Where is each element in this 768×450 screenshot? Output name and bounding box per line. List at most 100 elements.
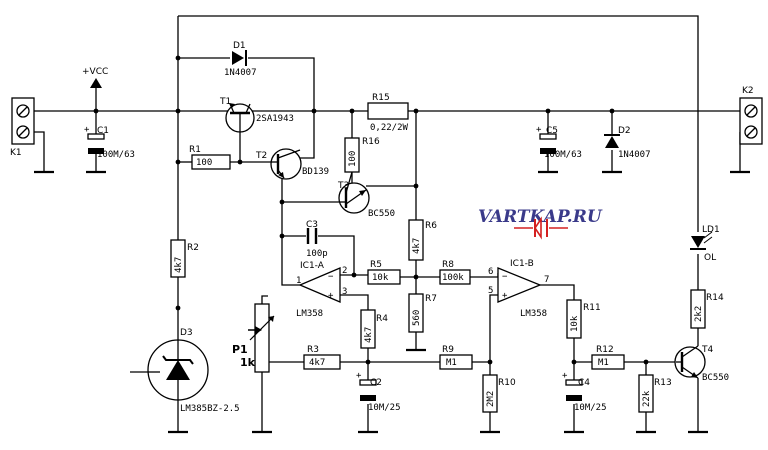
c2-value: 10M/25 xyxy=(368,403,401,413)
r3-value: 4k7 xyxy=(309,358,325,368)
r8-label: R8 xyxy=(442,260,454,270)
resistor-r1 xyxy=(191,154,231,170)
vcc-arrow-icon xyxy=(90,78,102,88)
r14-value: 2k2 xyxy=(694,306,704,322)
k1-terminal xyxy=(11,97,40,145)
r4-label: R4 xyxy=(376,314,388,324)
svg-text:+: + xyxy=(356,371,362,381)
r6-value: 4k7 xyxy=(412,238,422,254)
opamp-ic1b: − + xyxy=(497,267,542,303)
led-ld1 xyxy=(690,231,713,250)
svg-text:VARTKAP.RU: VARTKAP.RU xyxy=(478,207,603,227)
capacitor-c2: + xyxy=(356,371,377,401)
svg-text:+: + xyxy=(536,125,542,135)
ic1b-label: IC1-B xyxy=(510,259,534,269)
d3-label: D3 xyxy=(180,328,193,338)
r4-value: 4k7 xyxy=(364,327,374,343)
pin1-label: 1 xyxy=(296,276,301,286)
resistor-r6 xyxy=(408,219,424,261)
junctions xyxy=(93,55,649,365)
c3-label: C3 xyxy=(306,220,318,230)
t3-value: BC550 xyxy=(368,209,395,219)
resistor-r12 xyxy=(591,354,625,370)
r7-value: 560 xyxy=(412,310,422,326)
resistor-r2 xyxy=(170,239,186,278)
r2-label: R2 xyxy=(187,243,199,253)
transistor-t4 xyxy=(674,345,706,379)
ld1-value: OL xyxy=(704,253,716,263)
resistor-r8 xyxy=(439,269,471,285)
transistor-t1 xyxy=(225,103,255,133)
vcc-label: +VCC xyxy=(82,67,108,77)
r13-label: R13 xyxy=(654,378,672,388)
t3-label: T3 xyxy=(337,181,349,191)
r10-value: 2M2 xyxy=(486,391,496,407)
svg-text:−: − xyxy=(502,272,508,282)
d2-label: D2 xyxy=(618,126,631,136)
r11-label: R11 xyxy=(583,303,601,313)
resistor-r13 xyxy=(638,374,654,413)
pin7-label: 7 xyxy=(544,275,549,285)
r15-value: 0,22/2W xyxy=(370,123,409,133)
ic1b-value: LM358 xyxy=(520,309,547,319)
capacitor-c5: + xyxy=(536,125,557,154)
r10-label: R10 xyxy=(498,378,516,388)
r13-value: 22k xyxy=(642,390,652,407)
svg-text:+: + xyxy=(562,371,568,381)
r3-label: R3 xyxy=(307,345,319,355)
c4-value: 10M/25 xyxy=(574,403,607,413)
resistor-r3 xyxy=(303,354,341,370)
r16-label: R16 xyxy=(362,137,380,147)
svg-text:+: + xyxy=(328,291,334,301)
c5-value: 100M/63 xyxy=(544,150,582,160)
reference-diode-d3 xyxy=(147,339,209,401)
r9-label: R9 xyxy=(442,345,454,355)
r14-label: R14 xyxy=(706,293,724,303)
t2-value: BD139 xyxy=(302,167,329,177)
r6-label: R6 xyxy=(425,221,437,231)
capacitor-c3 xyxy=(306,228,318,244)
diode-d1 xyxy=(232,50,247,66)
svg-text:−: − xyxy=(328,272,334,282)
d2-value: 1N4007 xyxy=(618,150,651,160)
pin2-label: 2 xyxy=(342,266,347,276)
c1-label: C1 xyxy=(97,126,109,136)
pin3-label: 3 xyxy=(342,287,347,297)
d1-label: D1 xyxy=(233,41,246,51)
r12-label: R12 xyxy=(596,345,614,355)
watermark-logo: VARTKAP.RU xyxy=(478,207,603,240)
pin6-label: 6 xyxy=(488,267,493,277)
r16-value: 100 xyxy=(348,151,358,167)
c2-label: C2 xyxy=(370,378,382,388)
p1-label: P1 xyxy=(232,343,248,356)
resistor-r4 xyxy=(360,309,376,349)
r9-value: M1 xyxy=(446,358,457,368)
ground-symbols xyxy=(34,170,750,434)
c3-value: 100p xyxy=(306,249,328,259)
d3-value: LM385BZ-2.5 xyxy=(180,404,240,414)
r5-value: 10k xyxy=(372,273,389,283)
t2-label: T2 xyxy=(255,151,267,161)
c1-value: 100M/63 xyxy=(97,150,135,160)
c5-label: C5 xyxy=(546,126,558,136)
r2-value: 4k7 xyxy=(174,257,184,273)
resistor-r15 xyxy=(367,102,409,120)
k2-terminal xyxy=(739,97,763,145)
k2-label: K2 xyxy=(742,86,754,96)
capacitor-c4: + xyxy=(562,371,583,401)
r5-label: R5 xyxy=(370,260,382,270)
ld1-label: LD1 xyxy=(702,225,720,235)
d1-value: 1N4007 xyxy=(224,68,257,78)
svg-text:+: + xyxy=(502,291,508,301)
potentiometer-p1 xyxy=(248,303,275,373)
r1-label: R1 xyxy=(189,145,201,155)
c4-label: C4 xyxy=(578,378,590,388)
r12-value: M1 xyxy=(598,358,609,368)
wires xyxy=(34,15,741,432)
r1-value: 100 xyxy=(196,158,212,168)
p1-value: 1k xyxy=(240,356,256,369)
resistor-r5 xyxy=(367,269,401,285)
r7-label: R7 xyxy=(425,294,437,304)
r8-value: 100k xyxy=(442,273,464,283)
